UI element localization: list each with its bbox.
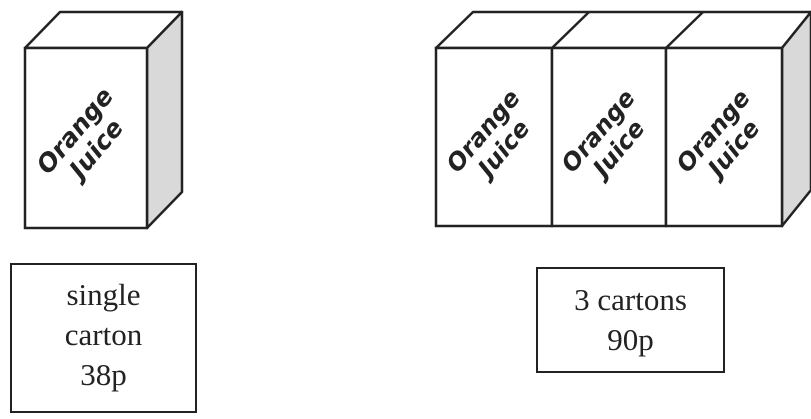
three-cartons-price: 90p: [607, 322, 654, 357]
single-carton-front: [23, 46, 149, 230]
pack-carton-3-front: [664, 46, 784, 228]
three-cartons-price-box: 3 cartons 90p: [536, 267, 725, 373]
three-carton-pack: Orange Juice Orange Juice Orange Juice: [434, 10, 811, 228]
pack-carton-1-front: [434, 46, 554, 228]
three-cartons-label: 3 cartons: [574, 282, 687, 317]
single-carton-label-line2: carton: [64, 317, 143, 352]
single-carton-price: 38p: [80, 357, 127, 392]
single-carton: Orange Juice: [23, 10, 184, 230]
pack-top: [434, 10, 811, 50]
pack-top-divider-2: [665, 11, 704, 49]
pack-top-divider-1: [551, 11, 590, 49]
pack-carton-2-front: [550, 46, 668, 228]
pack-side: [780, 10, 811, 228]
single-carton-side: [145, 10, 184, 230]
single-carton-label-line1: single: [66, 277, 141, 312]
single-carton-price-box: single carton 38p: [10, 263, 197, 413]
